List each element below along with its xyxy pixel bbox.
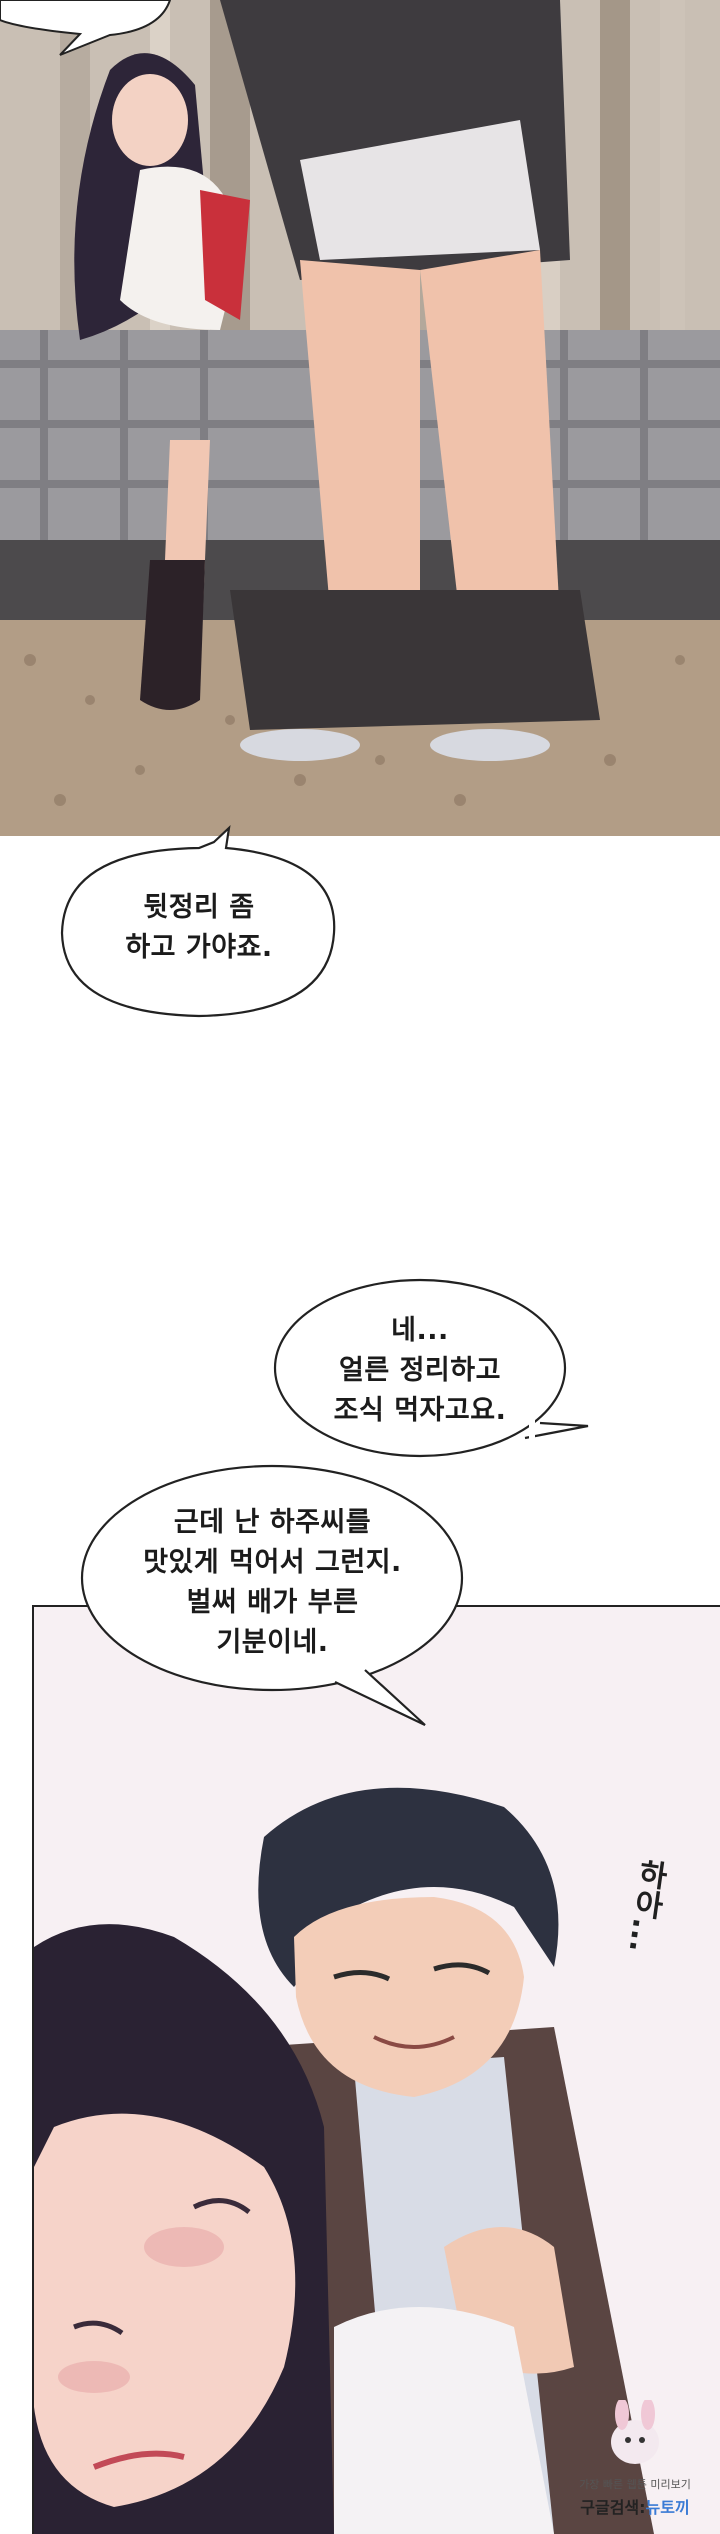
speech-bubble-reply: 네... 얼른 정리하고 조식 먹자고요. [270,1278,589,1463]
watermark-line2: 구글검색:뉴토끼 [555,2494,715,2518]
panel-bedroom-art [0,0,720,836]
panel-bedroom [0,0,720,836]
speech-bubble-aftercare: 뒷정리 좀 하고 가야죠. [54,825,344,1028]
watermark-line1: 가장 빠른 웹툰 미리보기 [579,2478,691,2491]
bubble-text-aftercare: 뒷정리 좀 하고 가야죠. [125,892,273,963]
speech-bubble-full: 근데 난 하주씨를 맛있게 먹어서 그런지. 벌써 배가 부른 기분이네. [75,1460,470,1726]
watermark-mascot-icon [611,2400,659,2464]
watermark: 가장 빠른 웹툰 미리보기 구글검색:뉴토끼 [555,2400,715,2520]
watermark-search-label: 구글검색: [580,2498,646,2517]
panel-closeup-art [34,1607,720,2534]
panel-closeup [32,1605,720,2534]
bubble-text-reply: 네... 얼른 정리하고 조식 먹자고요. [333,1314,507,1426]
bubble-text-full: 근데 난 하주씨를 맛있게 먹어서 그런지. 벌써 배가 부른 기분이네. [143,1506,402,1658]
watermark-brand: 뉴토끼 [645,2498,690,2517]
partial-bubble-top [0,0,172,56]
